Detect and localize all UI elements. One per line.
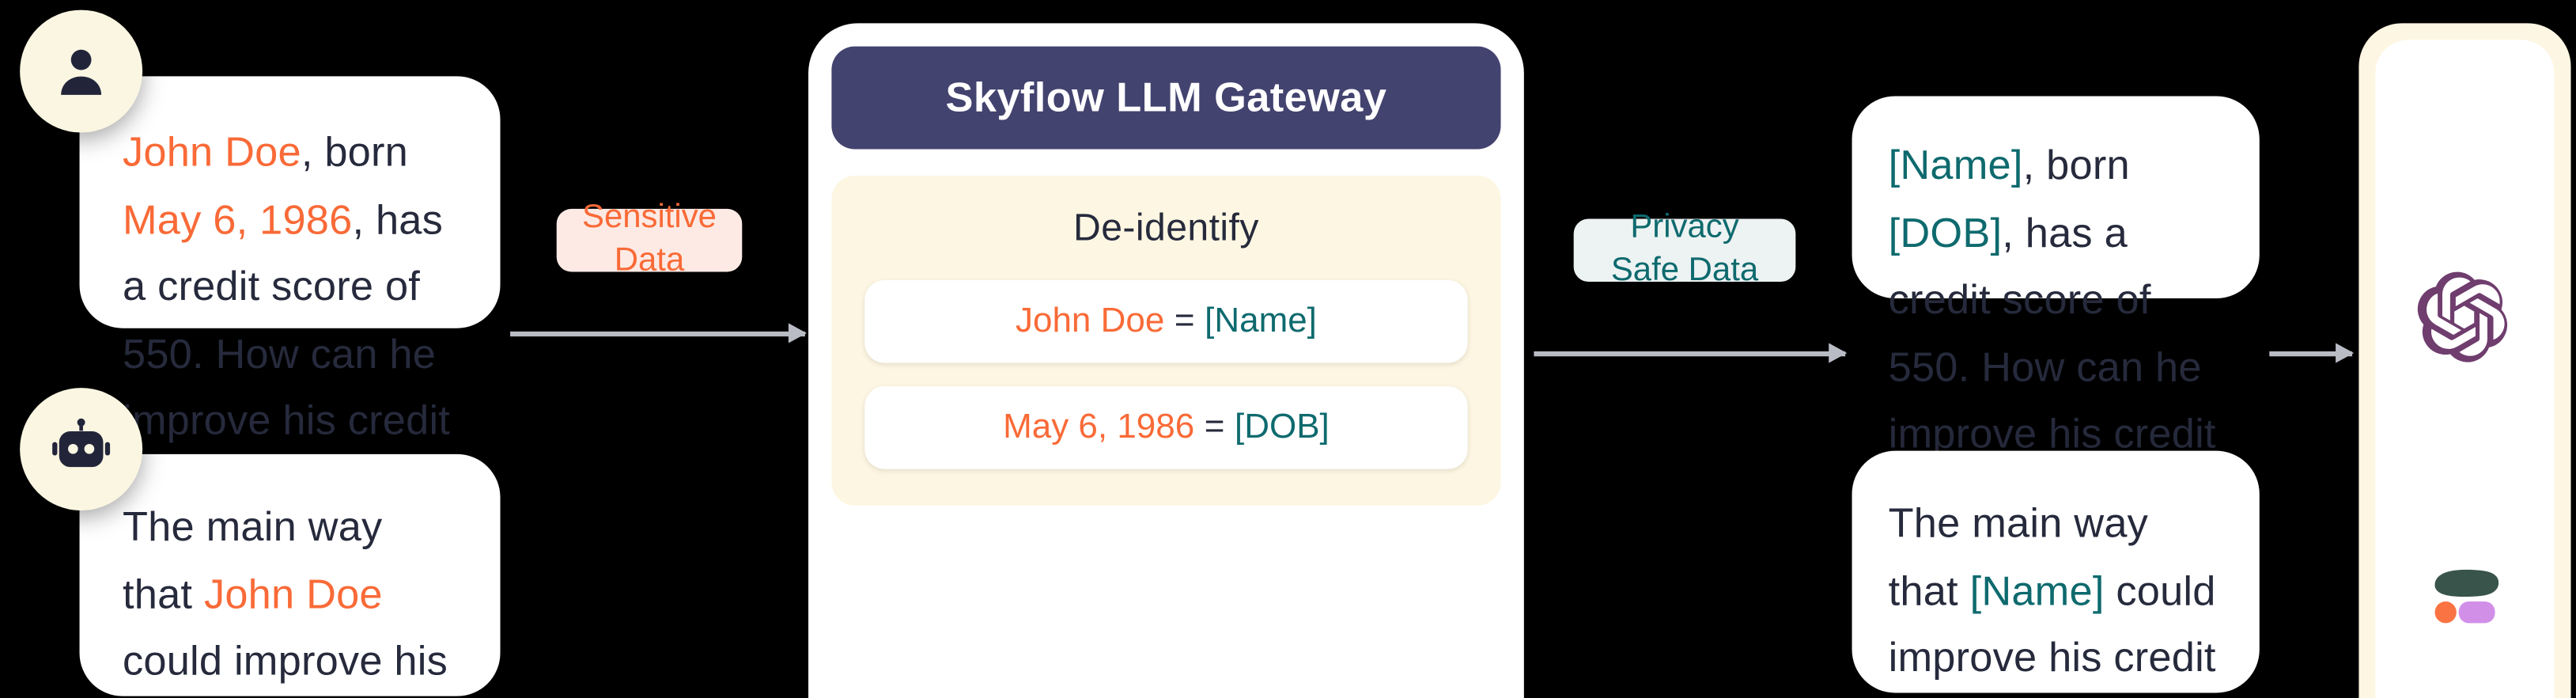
text-segment: could improve his credit score is by pay… [1888, 567, 2216, 681]
mapping-token: [DOB] [1235, 408, 1330, 446]
arrow-user-to-gateway [510, 323, 807, 343]
cohere-logo [2411, 541, 2517, 647]
person-icon [61, 49, 102, 95]
llm-input-card: [Name], born [DOB], has a credit score o… [1852, 96, 2260, 525]
mapping-source: May 6, 1986 [1003, 408, 1195, 446]
user-message-card: John Doe, born May 6, 1986, has a credit… [79, 76, 501, 511]
openai-logo [2411, 265, 2517, 371]
skyflow-llm-gateway-panel: Skyflow LLM Gateway De-identify John Doe… [808, 23, 1524, 698]
token-dob: [DOB] [1888, 209, 2003, 256]
robot-icon [52, 418, 111, 468]
user-avatar [20, 9, 143, 133]
llm-providers-panel [2358, 23, 2571, 698]
text-segment: , born [2022, 142, 2130, 189]
mapping-operator: = [1204, 408, 1225, 446]
pii-name: John Doe [122, 129, 301, 176]
deidentify-mapping-row: May 6, 1986 = [DOB] [864, 385, 1468, 469]
arrow-llm-in-to-provider [2269, 343, 2355, 363]
llm-output-text: The main way that [Name] could improve h… [1889, 491, 2223, 698]
llm-output-card: The main way that [Name] could improve h… [1852, 450, 2260, 693]
arrow-gateway-to-llm-in [1534, 343, 1848, 363]
deidentify-panel: De-identify John Doe = [Name] May 6, 198… [831, 176, 1501, 506]
bot-message-text: The main way that John Doe could improve… [123, 494, 457, 698]
token-name: [Name] [1888, 142, 2023, 189]
deidentify-title: De-identify [1073, 205, 1259, 249]
bot-avatar [20, 388, 143, 511]
bot-message-card: The main way that John Doe could improve… [79, 453, 501, 698]
badge-sensitive-data: Sensitive Data [556, 199, 743, 279]
llm-providers-list [2375, 40, 2555, 698]
text-segment: , born [301, 129, 408, 176]
mapping-operator: = [1174, 302, 1195, 340]
pii-dob: May 6, 1986 [122, 196, 353, 243]
badge-privacy-safe-data-top: Privacy Safe Data [1573, 210, 1796, 288]
text-segment: The main way that [1888, 500, 2149, 614]
mapping-source: John Doe [1015, 302, 1165, 340]
gateway-title: Skyflow LLM Gateway [831, 46, 1501, 150]
pii-name: John Doe [203, 571, 383, 618]
mapping-token: [Name] [1205, 302, 1317, 340]
token-name: [Name] [1969, 567, 2105, 614]
deidentify-mapping-row: John Doe = [Name] [864, 279, 1468, 363]
text-segment: The main way that [122, 503, 383, 618]
text-segment: could improve his credit score is by pay… [122, 638, 448, 685]
text-segment: , has a credit score of 550. How can he … [1888, 209, 2216, 525]
llm-input-text: [Name], born [DOB], has a credit score o… [1889, 133, 2223, 536]
